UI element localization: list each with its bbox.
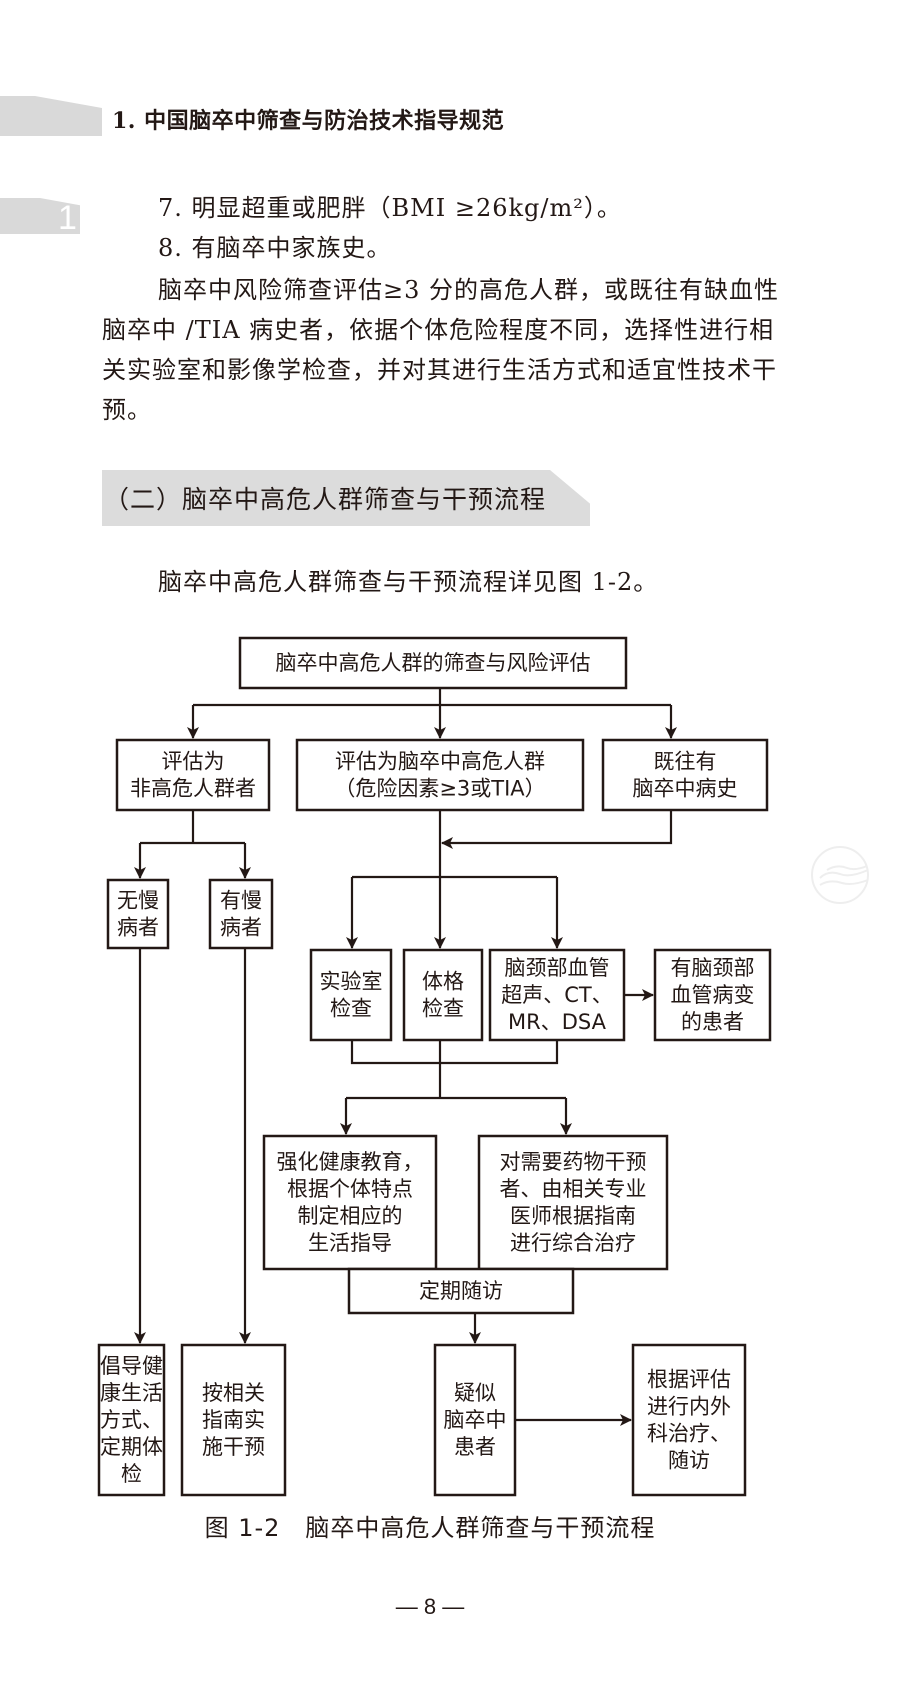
flowchart-node-text: 科治疗、 [647,1422,731,1446]
list-item: 8. 有脑卒中家族史。 [158,228,392,268]
flowchart-node-start: 脑卒中高危人群的筛查与风险评估 [238,636,628,690]
arrow-history-merge [441,810,673,849]
flowchart-box [402,948,484,1042]
flowchart-node-text: 疑似 [454,1381,496,1405]
flowchart-node-text: 的患者 [681,1010,744,1034]
flowchart-node-text: 康生活 [100,1381,163,1405]
flowchart-node-text: 医师根据指南 [510,1204,636,1228]
body-paragraph: 脑卒中风险筛查评估≥3 分的高危人群，或既往有缺血性脑卒中 /TIA 病史者，依… [102,276,780,424]
flowchart-box [97,1343,166,1497]
flowchart-node-text: 检 [121,1462,142,1486]
flowchart-box [238,636,628,690]
flowchart-node-text: 生活指导 [308,1231,392,1255]
flowchart-node-text: 血管病变 [671,983,755,1007]
flowchart-node-text: 脑卒中 [444,1408,507,1432]
flowchart-node-text: 实验室 [320,970,383,994]
flowchart-node-text: （危险因素≥3或TIA） [334,777,545,801]
list-item-text: 明显超重或肥胖（BMI ≥26kg/m²）。 [191,194,622,222]
flowchart-node-text: 评估为脑卒中高危人群 [335,750,545,774]
flowchart-node-text: 施干预 [202,1435,265,1459]
flowchart-node-text: 者、由相关专业 [500,1177,647,1201]
flowchart-node-text: 超声、CT、 [501,983,613,1007]
flowchart-node-text: 定期随访 [419,1279,503,1303]
figure-reference-text: 脑卒中高危人群筛查与干预流程详见图 1-2。 [158,568,659,596]
flowchart-node-text: 既往有 [654,750,717,774]
flowchart-box [631,1343,747,1497]
flowchart-box [208,878,274,950]
flowchart-node-text: 脑颈部血管 [505,956,610,980]
flowchart-connectors [134,688,677,1426]
flowchart-box [488,948,626,1042]
flowchart-box [115,738,271,812]
flowchart-node-text: 体格 [422,970,464,994]
page-number: — 8 — [395,1594,465,1619]
section-heading-band [102,470,590,526]
figure-caption: 图 1-2 脑卒中高危人群筛查与干预流程 [204,1514,656,1542]
flowchart-node-text: 评估为 [162,750,225,774]
flowchart-box [347,1267,575,1315]
merge-line [350,1040,559,1065]
flowchart-node-text: 指南实 [202,1408,265,1432]
flowchart-box [295,738,585,812]
chapter-tab-number: 1 [58,199,77,237]
flowchart-node-text: 根据评估 [647,1368,731,1392]
flowchart-box [601,738,769,812]
section-title: （二）脑卒中高危人群筛查与干预流程 [104,485,547,514]
flowchart-node-text: 根据个体特点 [287,1177,413,1201]
flowchart-node-text: 制定相应的 [298,1204,403,1228]
flowchart-box [180,1343,287,1497]
flowchart-node-text: 进行综合治疗 [510,1231,636,1255]
flowchart-node-text: 有慢 [220,889,262,913]
flowchart-node-text: MR、DSA [508,1010,607,1034]
flowchart-box [477,1134,669,1271]
flowchart-node-text: 有脑颈部 [671,956,755,980]
flowchart-node-text: 强化健康教育， [277,1150,424,1174]
flowchart-node-text: 检查 [330,997,372,1021]
flowchart-box [262,1134,438,1271]
chapter-tab-decoration [0,198,80,234]
flowchart-node-text: 病者 [220,916,262,940]
running-header: 1. 中国脑卒中筛查与防治技术指导规范 [112,108,505,134]
list-item: 7. 明显超重或肥胖（BMI ≥26kg/m²）。 [158,188,622,228]
flowchart-node-text: 随访 [668,1449,710,1473]
list-item-number: 8. [158,234,183,262]
flowchart-node-text: 对需要药物干预 [500,1150,647,1174]
flowchart-node-text: 倡导健 [100,1354,163,1378]
flowchart-box [433,1343,517,1497]
flowchart-node-follow-up: 定期随访 [347,1267,575,1315]
flowchart-node-text: 方式、 [100,1408,163,1432]
flowchart-box [106,878,170,950]
list-item-number: 7. [158,194,183,222]
flowchart-node-text: 检查 [422,997,464,1021]
list-item-text: 有脑卒中家族史。 [191,234,392,262]
flowchart-box [653,948,772,1042]
flowchart-node-text: 病者 [117,916,159,940]
flowchart-node-text: 进行内外 [647,1395,731,1419]
flowchart-node-text: 定期体 [100,1435,163,1459]
flowchart-node-text: 患者 [454,1435,496,1459]
flowchart-node-high-risk: 评估为脑卒中高危人群 （危险因素≥3或TIA） [295,738,585,812]
flowchart-node-text: 无慢 [117,889,159,913]
flowchart-node-text: 脑卒中高危人群的筛查与风险评估 [276,651,591,675]
flowchart-box [309,948,393,1042]
publisher-logo-watermark-icon [811,846,869,904]
flowchart-node-text: 脑卒中病史 [633,777,738,801]
flowchart-node-text: 按相关 [202,1381,265,1405]
flowchart-node-text: 非高危人群者 [130,777,256,801]
